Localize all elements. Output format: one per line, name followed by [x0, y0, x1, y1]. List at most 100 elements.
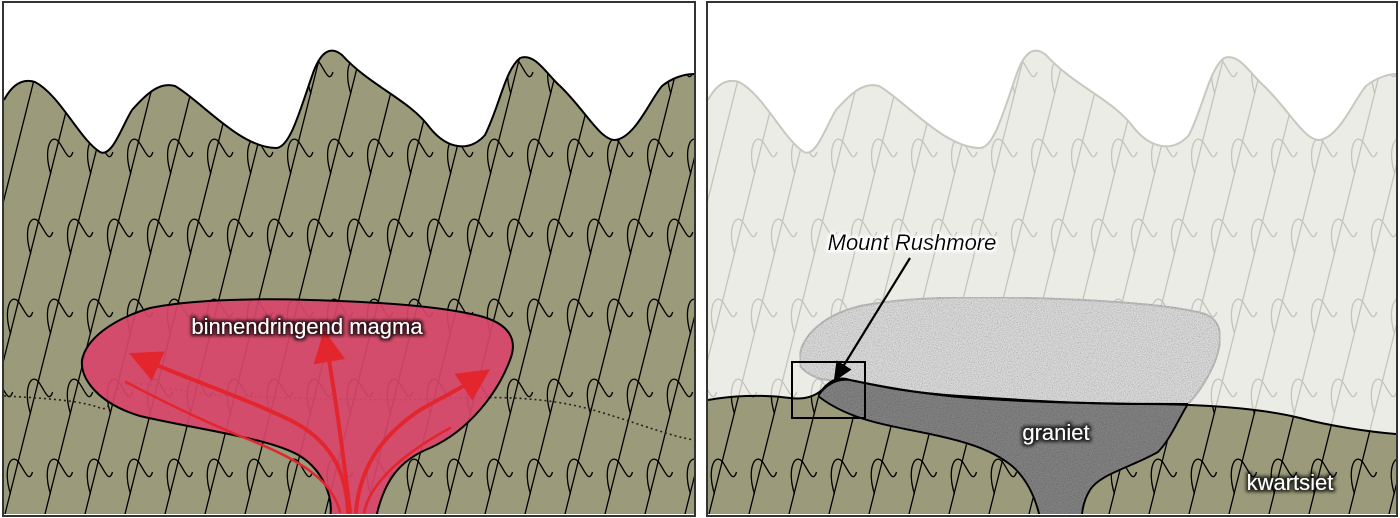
- magma-label: binnendringend magma: [191, 314, 423, 339]
- fold-hook: [1090, 218, 1118, 255]
- fold-hook: [850, 218, 878, 255]
- fold-hook: [386, 218, 414, 255]
- fold-hook: [286, 138, 314, 175]
- fold-hook: [750, 458, 778, 495]
- strata-line: [1187, 378, 1309, 514]
- fold-hook: [546, 378, 574, 415]
- fold-hook: [66, 218, 94, 255]
- strata-line: [203, 50, 325, 514]
- fold-hook: [1290, 218, 1318, 255]
- rushmore-pointer-arrow: [833, 257, 911, 382]
- fold-hook: [1111, 138, 1138, 175]
- magma-arrow-right: [354, 369, 490, 514]
- strata-line: [827, 378, 949, 514]
- fold-hook: [1071, 138, 1098, 175]
- fold-hook: [970, 218, 998, 255]
- fold-hook: [166, 138, 194, 175]
- fold-hook: [86, 458, 114, 495]
- fold-hook: [1150, 458, 1178, 495]
- fold-hook: [566, 298, 594, 335]
- strata-line: [747, 378, 869, 514]
- magma-arrow-center: [313, 330, 352, 514]
- strata-line: [1227, 378, 1349, 514]
- strata-line: [867, 378, 989, 514]
- magma-flow-arrows: [124, 330, 490, 514]
- granite-label: graniet: [1022, 420, 1089, 445]
- fold-hook: [1351, 138, 1378, 175]
- magma-arrow-left: [129, 351, 350, 514]
- fold-hook: [890, 218, 918, 255]
- fold-hook: [606, 458, 634, 495]
- fold-hook: [770, 218, 798, 255]
- fold-hook: [66, 378, 94, 415]
- fold-hook: [646, 298, 674, 335]
- fold-hook: [226, 218, 254, 255]
- fold-hook: [26, 218, 54, 255]
- fold-hook: [546, 218, 574, 255]
- fold-hook: [1230, 458, 1258, 495]
- fold-hook: [1231, 138, 1258, 175]
- fold-hook: [1390, 458, 1396, 495]
- fold-hook: [710, 298, 738, 335]
- fold-hook: [606, 138, 634, 175]
- rushmore-highlight-box: [791, 361, 866, 419]
- strata-line: [1347, 378, 1396, 514]
- fold-hook: [1130, 218, 1158, 255]
- strata-line: [43, 50, 165, 514]
- fold-hook: [486, 138, 514, 175]
- fold-hook: [526, 458, 554, 495]
- fold-hook: [6, 298, 34, 335]
- fold-hook: [346, 218, 374, 255]
- left-mountain-outline: [4, 49, 694, 154]
- fold-hook: [666, 378, 694, 415]
- strata-line: [4, 50, 45, 514]
- fold-hook: [830, 138, 858, 175]
- fold-hook: [1270, 458, 1298, 495]
- fold-hook: [1350, 458, 1378, 495]
- strata-line: [907, 378, 1029, 514]
- fold-hook: [990, 458, 1018, 495]
- fold-hook: [870, 138, 898, 175]
- fold-hook: [1290, 378, 1318, 415]
- fold-hook: [730, 218, 758, 255]
- fold-hook: [46, 458, 74, 495]
- fold-hook: [1210, 378, 1238, 415]
- fold-hook: [1350, 298, 1378, 335]
- fold-hook: [146, 218, 174, 255]
- fold-hook: [1031, 138, 1058, 175]
- fold-hook: [1311, 138, 1338, 175]
- fold-hook: [126, 458, 154, 495]
- fold-hook: [306, 218, 334, 255]
- fold-hook: [1271, 138, 1298, 175]
- fold-hook: [686, 138, 694, 175]
- strata-line: [1267, 378, 1389, 514]
- fold-hook: [1391, 138, 1396, 175]
- fold-hook: [1390, 298, 1396, 335]
- strata-line: [708, 378, 829, 514]
- fold-hook: [26, 378, 54, 415]
- right-ground-outline: [708, 377, 1396, 435]
- fold-hook: [686, 458, 694, 495]
- fold-hook: [790, 298, 818, 335]
- fold-hook: [406, 458, 434, 495]
- fold-hook: [526, 138, 554, 175]
- fold-hook: [1310, 458, 1338, 495]
- fold-hook: [646, 458, 674, 495]
- fold-hook: [910, 458, 938, 495]
- fold-hook: [606, 298, 634, 335]
- fold-hook: [426, 218, 454, 255]
- fold-hook: [686, 298, 694, 335]
- fold-hook: [406, 138, 434, 175]
- fold-hook: [870, 458, 898, 495]
- fold-hook: [566, 458, 594, 495]
- fold-hook: [186, 218, 214, 255]
- fold-hook: [910, 138, 938, 175]
- fold-hook: [206, 458, 234, 495]
- fold-hook: [708, 378, 718, 415]
- left-panel: binnendringend magma: [2, 1, 696, 517]
- fold-hook: [1191, 138, 1218, 175]
- fold-hook: [1270, 298, 1298, 335]
- strata-line: [643, 50, 694, 514]
- fold-hook: [1230, 298, 1258, 335]
- fold-hook: [750, 298, 778, 335]
